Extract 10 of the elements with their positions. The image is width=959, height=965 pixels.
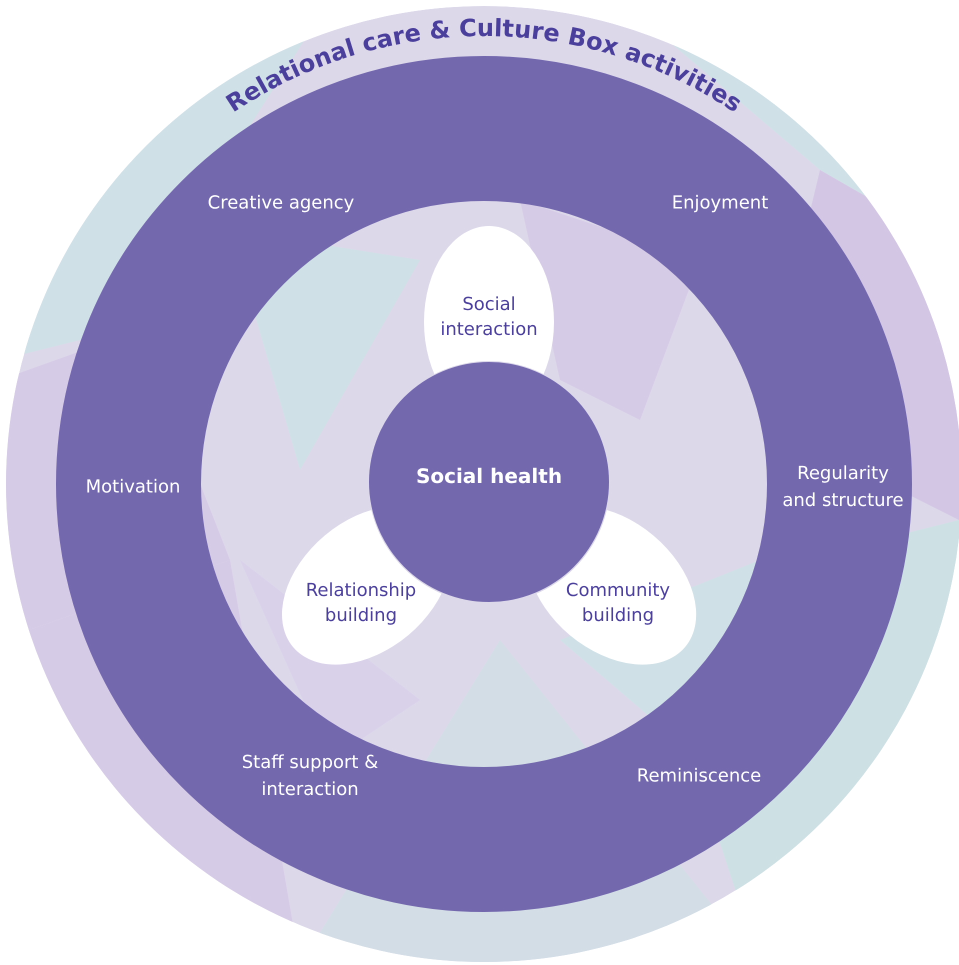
ring-label: Motivation (84, 476, 182, 500)
petal-label: Relationship building (304, 578, 418, 628)
ring-label: Enjoyment (670, 192, 770, 216)
ring-label: Staff support & interaction (240, 751, 380, 802)
petal-label: Social interaction (439, 293, 539, 342)
ring-label: Creative agency (206, 192, 356, 216)
ring-label: Regularity and structure (781, 462, 905, 513)
node-title: Social health (416, 464, 562, 488)
petal-label: Community building (564, 578, 672, 628)
ring-label: Reminiscence (636, 764, 762, 788)
